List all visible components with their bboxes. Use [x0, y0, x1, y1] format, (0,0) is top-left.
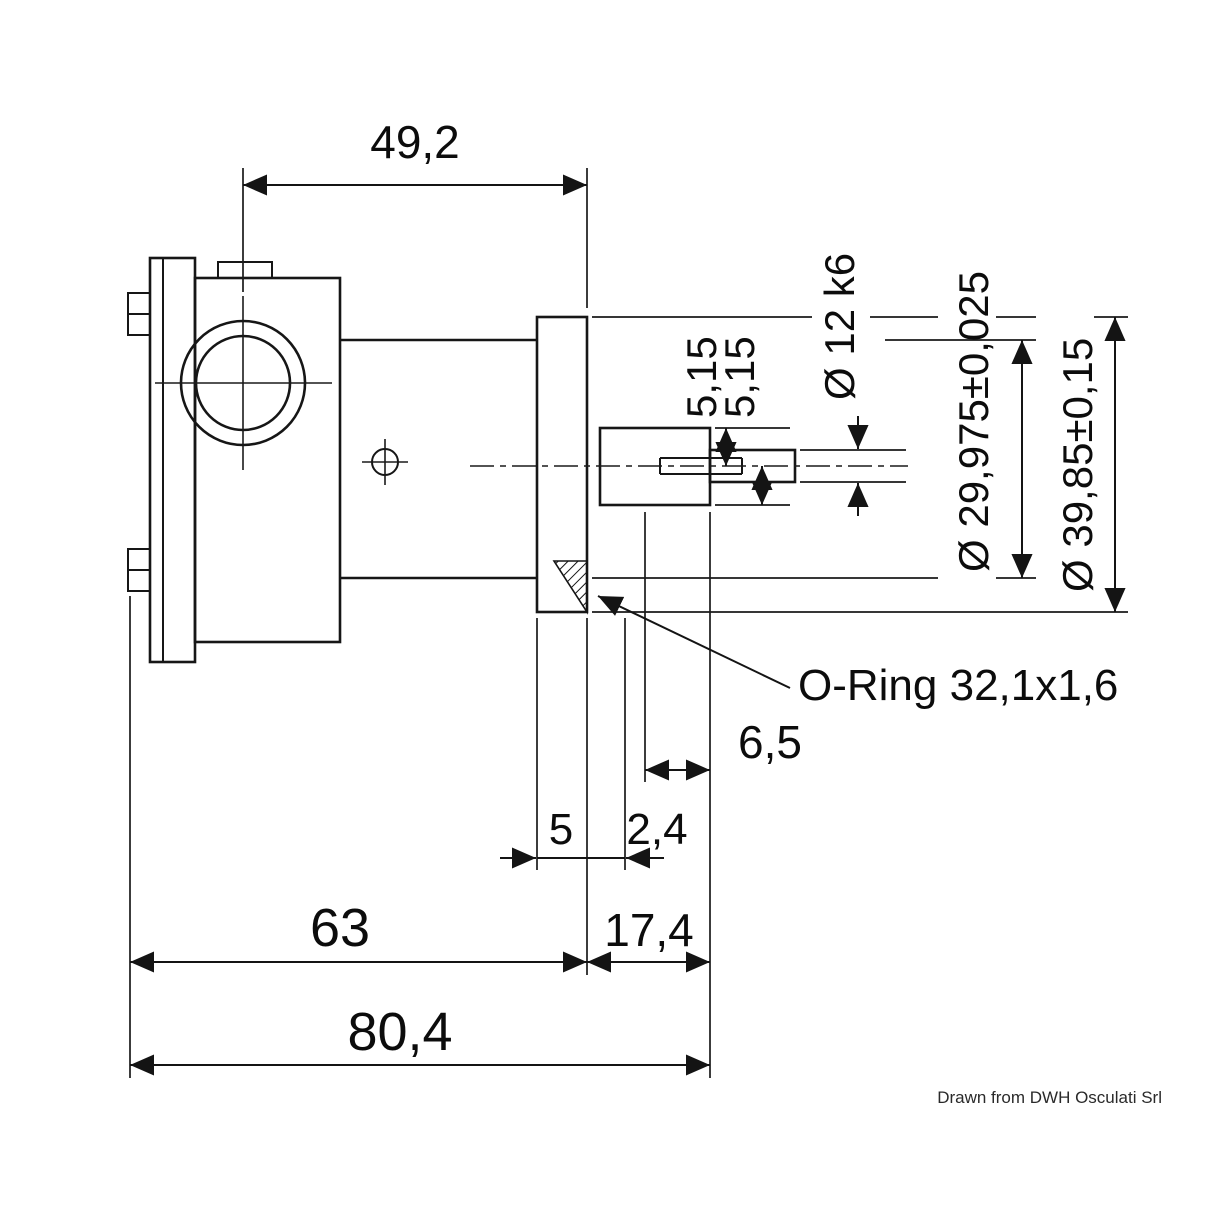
oring-leader-line [597, 595, 791, 689]
right-flange [535, 315, 589, 614]
top-boss [217, 261, 273, 279]
oring-label: O-Ring 32,1x1,6 [798, 661, 1118, 710]
centerlines [155, 296, 908, 485]
dim-body-length-label: 63 [310, 898, 370, 958]
dim-shaft-offset-a-label: 5,15 [678, 336, 725, 418]
dim-bearing-diameter-label: Ø 29,975±0,025 [950, 271, 997, 572]
dim-groove-offset-label: 2,4 [626, 805, 687, 854]
dim-top-width-label: 49,2 [370, 116, 460, 168]
dimension-lines [130, 174, 1126, 1076]
left-flange [148, 256, 197, 664]
oring-groove-section [552, 560, 588, 615]
dim-shaft-offset-b-label: 5,15 [716, 336, 763, 418]
dim-shaft-diameter-label: Ø 12 k6 [816, 253, 863, 400]
dim-hub-length-label: 6,5 [738, 716, 802, 768]
credit-line: Drawn from DWH Osculati Srl [937, 1088, 1162, 1107]
pump-housing [193, 276, 342, 644]
hatch-wedge [552, 560, 588, 615]
dim-overall-length-label: 80,4 [347, 1002, 452, 1062]
dim-flange-thickness-label: 5 [549, 805, 573, 854]
pump-body-outline [127, 256, 797, 664]
dim-pilot-diameter-label: Ø 39,85±0,15 [1054, 338, 1101, 592]
dim-shaft-extension-label: 17,4 [604, 904, 694, 956]
dimension-labels: 49,2 5,15 5,15 Ø 12 k6 Ø 29,975±0,025 Ø … [310, 116, 1118, 1062]
